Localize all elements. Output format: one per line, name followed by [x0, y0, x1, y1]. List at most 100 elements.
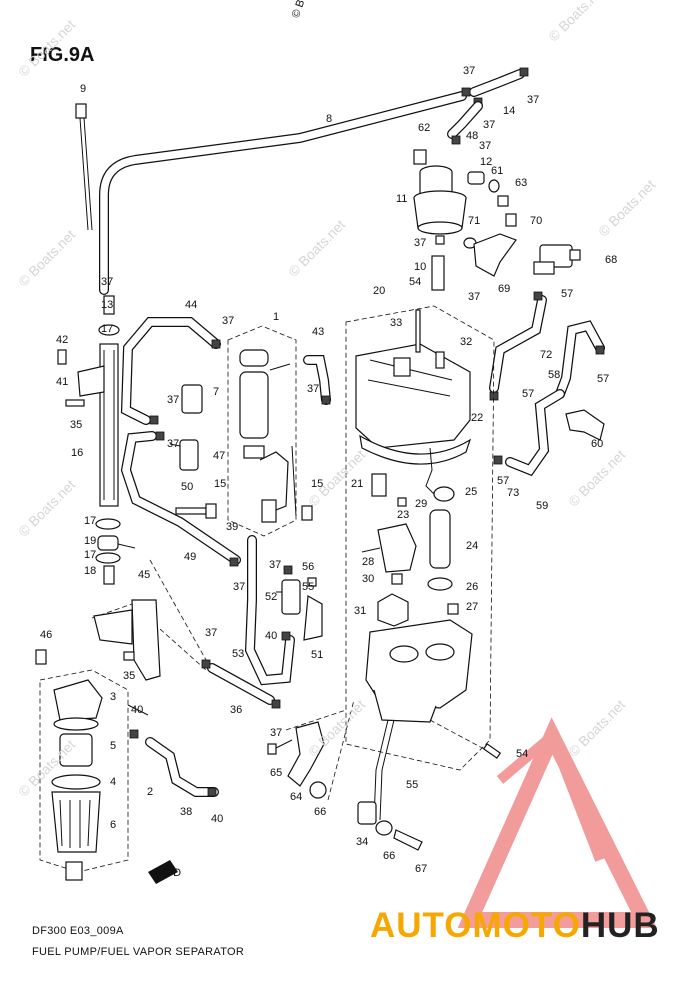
part-label-22: 22: [471, 412, 483, 424]
part-label-37: 37: [483, 119, 495, 131]
part-label-37: 37: [414, 237, 426, 249]
part-label-53: 53: [232, 648, 244, 660]
part-label-2: 2: [147, 786, 153, 798]
part-label-37: 37: [233, 581, 245, 593]
part-label-61: 61: [491, 165, 503, 177]
part-label-62: 62: [418, 122, 430, 134]
part-label-20: 20: [373, 285, 385, 297]
part-label-35: 35: [123, 670, 135, 682]
part-label-37: 37: [101, 276, 113, 288]
part-label-44: 44: [185, 299, 197, 311]
part-label-73: 73: [507, 487, 519, 499]
part-label-17: 17: [84, 515, 96, 527]
part-label-10: 10: [414, 261, 426, 273]
part-label-57: 57: [561, 288, 573, 300]
part-label-54: 54: [409, 276, 421, 288]
bracket-64: [267, 699, 355, 801]
part-label-19: 19: [84, 535, 96, 547]
part-label-71: 71: [468, 215, 480, 227]
part-label-57: 57: [497, 475, 509, 487]
part-label-33: 33: [390, 317, 402, 329]
part-label-36: 36: [230, 704, 242, 716]
part-label-28: 28: [362, 556, 374, 568]
joint-14: [447, 67, 529, 145]
fuel-pump-1: [227, 325, 297, 537]
part-label-46: 46: [40, 629, 52, 641]
connector-7: [169, 384, 203, 471]
seal-washers: [95, 518, 136, 585]
part-label-37: 37: [479, 140, 491, 152]
part-label-42: 42: [56, 334, 68, 346]
part-label-52: 52: [265, 591, 277, 603]
cable-tie-9: [75, 103, 93, 231]
part-label-41: 41: [56, 376, 68, 388]
part-label-37: 37: [307, 383, 319, 395]
part-label-15: 15: [214, 478, 226, 490]
part-label-66: 66: [314, 806, 326, 818]
part-label-55: 55: [302, 581, 314, 593]
part-label-37: 37: [463, 65, 475, 77]
part-label-23: 23: [397, 509, 409, 521]
part-label-37: 37: [468, 291, 480, 303]
diagram-caption: FUEL PUMP/FUEL VAPOR SEPARATOR: [32, 946, 245, 958]
part-label-63: 63: [515, 177, 527, 189]
part-label-7: 7: [213, 386, 219, 398]
brand-logo: AUTOMOTOHUB: [370, 906, 660, 946]
part-label-34: 34: [356, 836, 368, 848]
part-label-12: 12: [480, 156, 492, 168]
part-label-9: 9: [80, 83, 86, 95]
part-label-14: 14: [503, 105, 515, 117]
fuel-filter-2: [39, 669, 149, 881]
part-label-43: 43: [312, 326, 324, 338]
part-label-32: 32: [460, 336, 472, 348]
fuel-hose-43: [303, 355, 331, 405]
part-label-18: 18: [84, 565, 96, 577]
part-label-60: 60: [591, 438, 603, 450]
fuel-pump-24: [361, 447, 459, 615]
part-label-37: 37: [269, 559, 281, 571]
part-label-30: 30: [362, 573, 374, 585]
part-label-21: 21: [351, 478, 363, 490]
fuel-hose-36: [129, 559, 281, 797]
diagram-code: DF300 E03_009A: [32, 925, 124, 937]
part-label-54: 54: [516, 748, 528, 760]
part-label-13: 13: [101, 299, 113, 311]
part-label-6: 6: [110, 819, 116, 831]
fuel-hose-72: [489, 291, 605, 477]
part-label-64: 64: [290, 791, 302, 803]
vapor-separator-20: [345, 305, 495, 771]
part-label-51: 51: [311, 649, 323, 661]
part-label-37: 37: [205, 627, 217, 639]
part-label-25: 25: [465, 486, 477, 498]
part-label-72: 72: [540, 349, 552, 361]
part-label-8: 8: [326, 113, 332, 125]
part-label-31: 31: [354, 605, 366, 617]
figure-title: FIG.9A: [30, 44, 95, 66]
part-label-17: 17: [101, 323, 113, 335]
separator-body: [365, 593, 473, 723]
filter-bracket-45: [35, 599, 207, 681]
fuel-hose-53: [244, 535, 323, 686]
brand-part1: AUTOMOTO: [370, 906, 581, 945]
part-label-65: 65: [270, 767, 282, 779]
part-label-27: 27: [466, 601, 478, 613]
part-label-24: 24: [466, 540, 478, 552]
bracket-69: [473, 233, 581, 277]
part-label-3: 3: [110, 691, 116, 703]
part-label-68: 68: [605, 254, 617, 266]
part-label-38: 38: [180, 806, 192, 818]
part-label-4: 4: [110, 776, 116, 788]
fuel-hose-44: [120, 317, 241, 567]
part-label-47: 47: [213, 450, 225, 462]
part-label-29: 29: [415, 498, 427, 510]
part-label-37: 37: [167, 438, 179, 450]
fwd-arrow-icon: FWD: [148, 860, 181, 884]
part-label-59: 59: [536, 500, 548, 512]
part-label-48: 48: [466, 130, 478, 142]
part-label-49: 49: [184, 551, 196, 563]
fuel-filter-bracket-16: [57, 295, 120, 507]
part-label-67: 67: [415, 863, 427, 875]
part-label-37: 37: [167, 394, 179, 406]
